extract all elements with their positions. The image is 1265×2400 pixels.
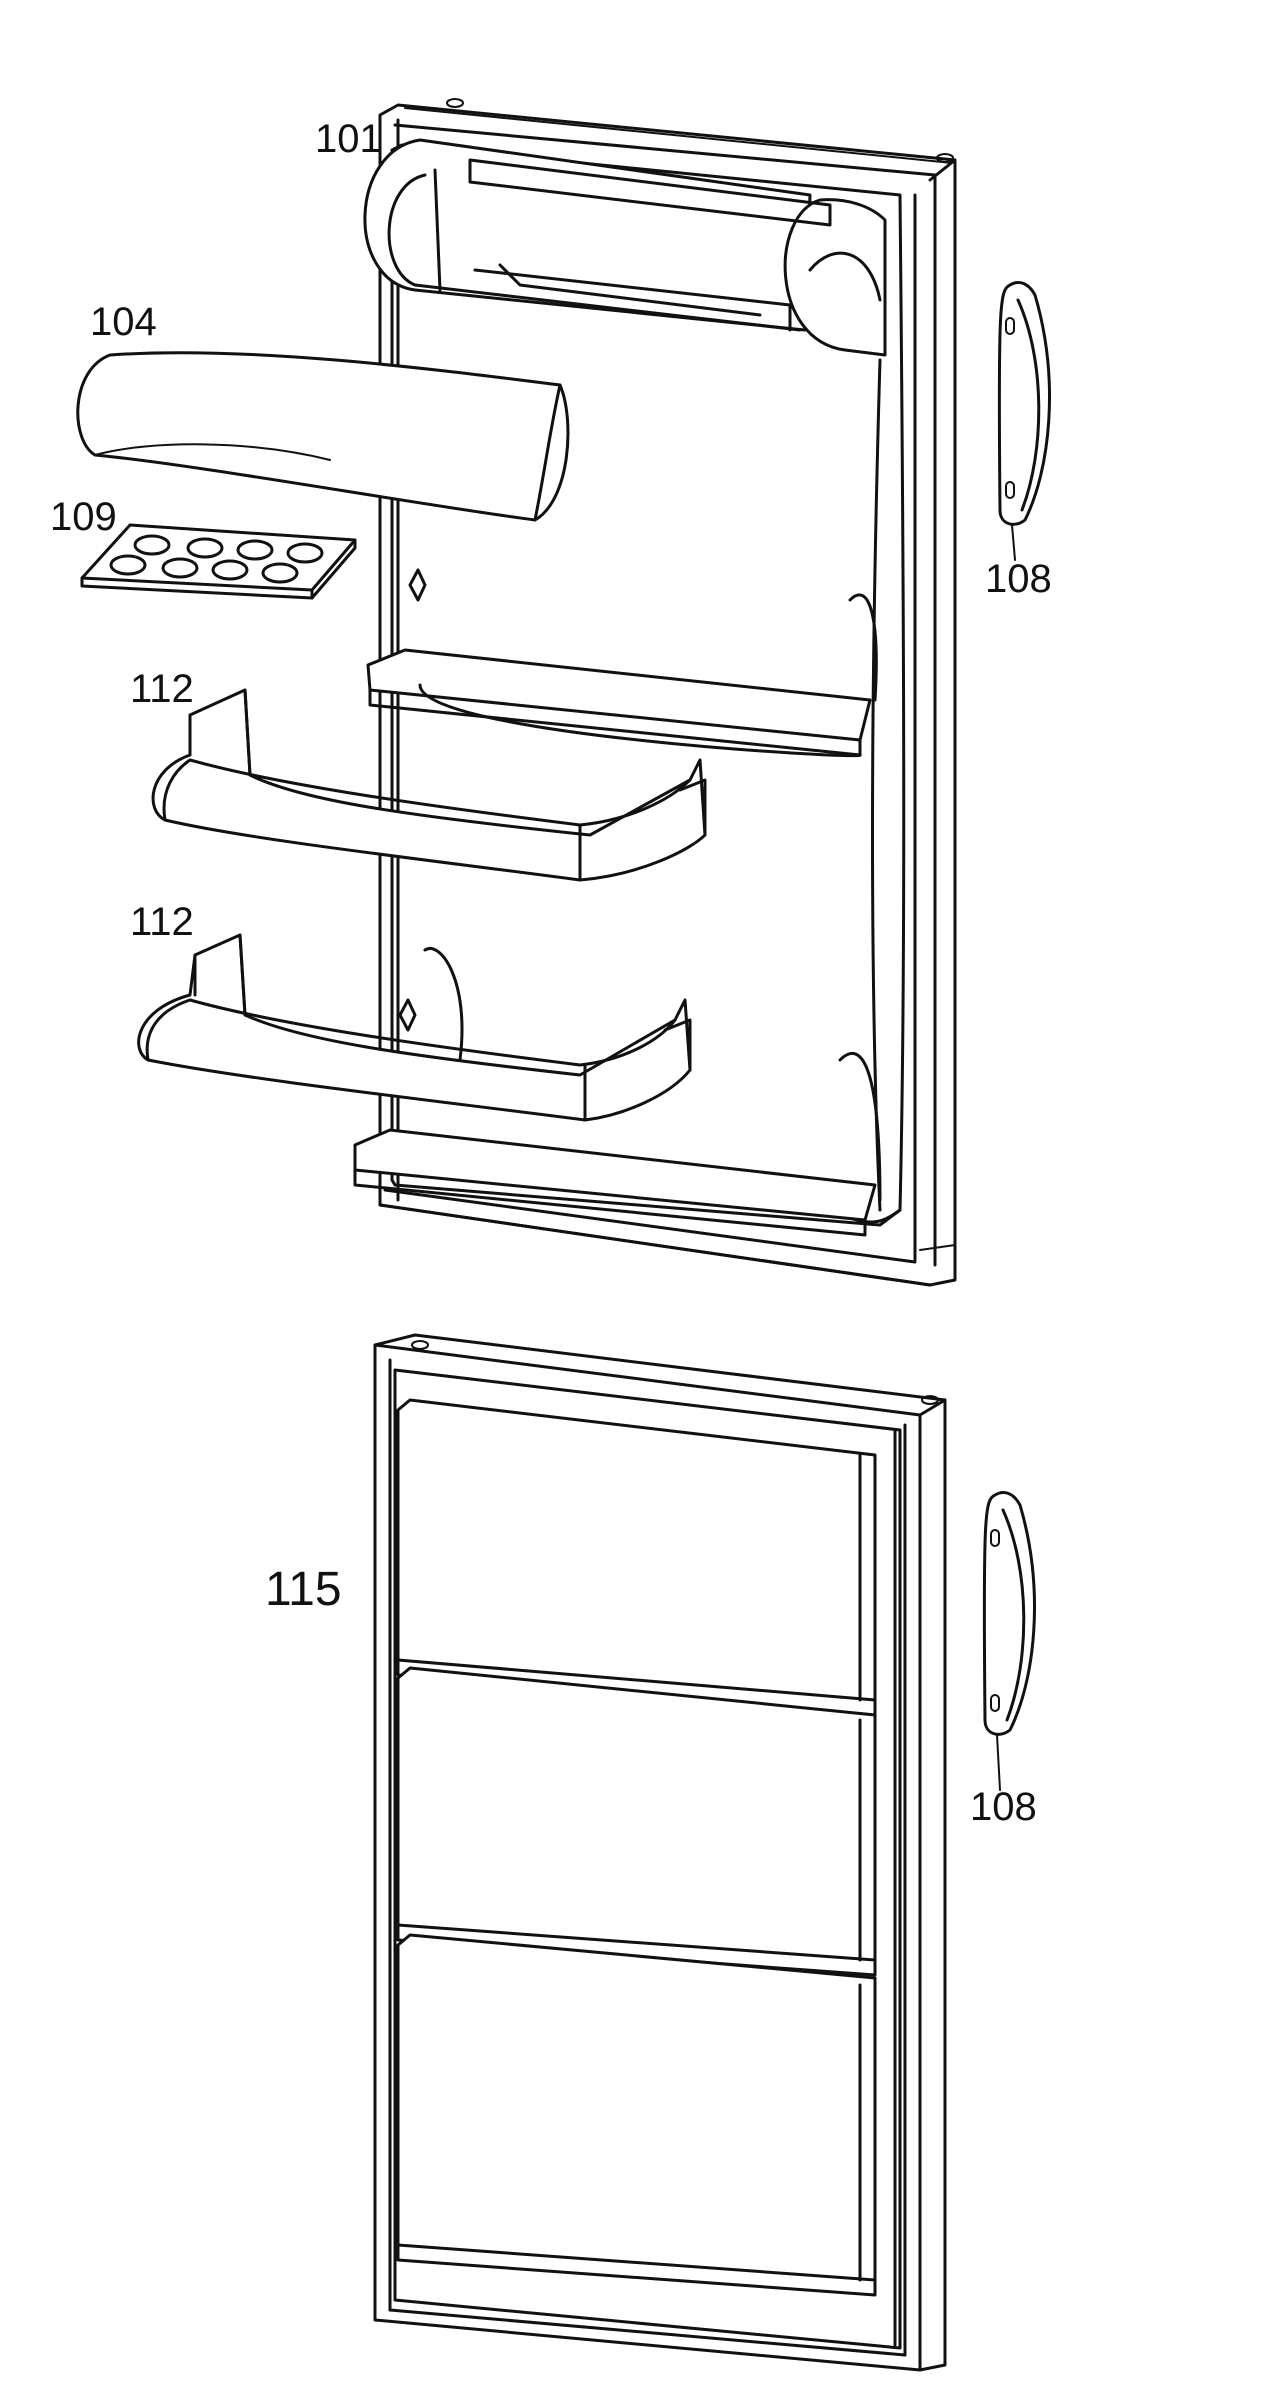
label-109: 109 [50,495,117,539]
egg-tray [80,523,357,600]
egg-cup-icon [133,534,171,556]
door-handle-lower [982,1491,1036,1791]
label-112-lower: 112 [130,900,194,944]
screw-hole-icon [411,1340,429,1350]
egg-cup-icon [211,559,249,581]
egg-cup-icon [109,554,147,576]
egg-cup-icon [186,537,224,559]
label-115: 115 [265,1563,342,1616]
fridge-door-assembly [353,98,957,1287]
door-shelf-middle [366,648,872,758]
screw-hole-icon [921,1395,939,1405]
freezer-door-assembly [373,1333,947,2372]
egg-cup-icon [236,539,274,561]
door-shelf-cover [76,351,570,522]
door-bin-upper [151,688,707,882]
label-104: 104 [90,300,157,344]
egg-cup-icon [161,557,199,579]
door-shelf-bottom [353,1128,877,1237]
door-bin-lower [137,933,692,1122]
label-101: 101 [315,117,382,161]
door-handle-upper [997,281,1051,561]
door-liner [390,143,906,1227]
top-shelf [363,138,887,357]
screw-hole-icon [446,98,464,108]
freezer-panel-bottom [396,1933,877,2297]
egg-cup-icon [261,562,299,584]
label-108-lower: 108 [970,1785,1037,1829]
screw-hole-icon [936,153,954,163]
freezer-panel-middle [396,1666,877,1977]
label-112-upper: 112 [130,667,194,711]
label-108-upper: 108 [985,557,1052,601]
egg-cup-icon [286,542,324,564]
